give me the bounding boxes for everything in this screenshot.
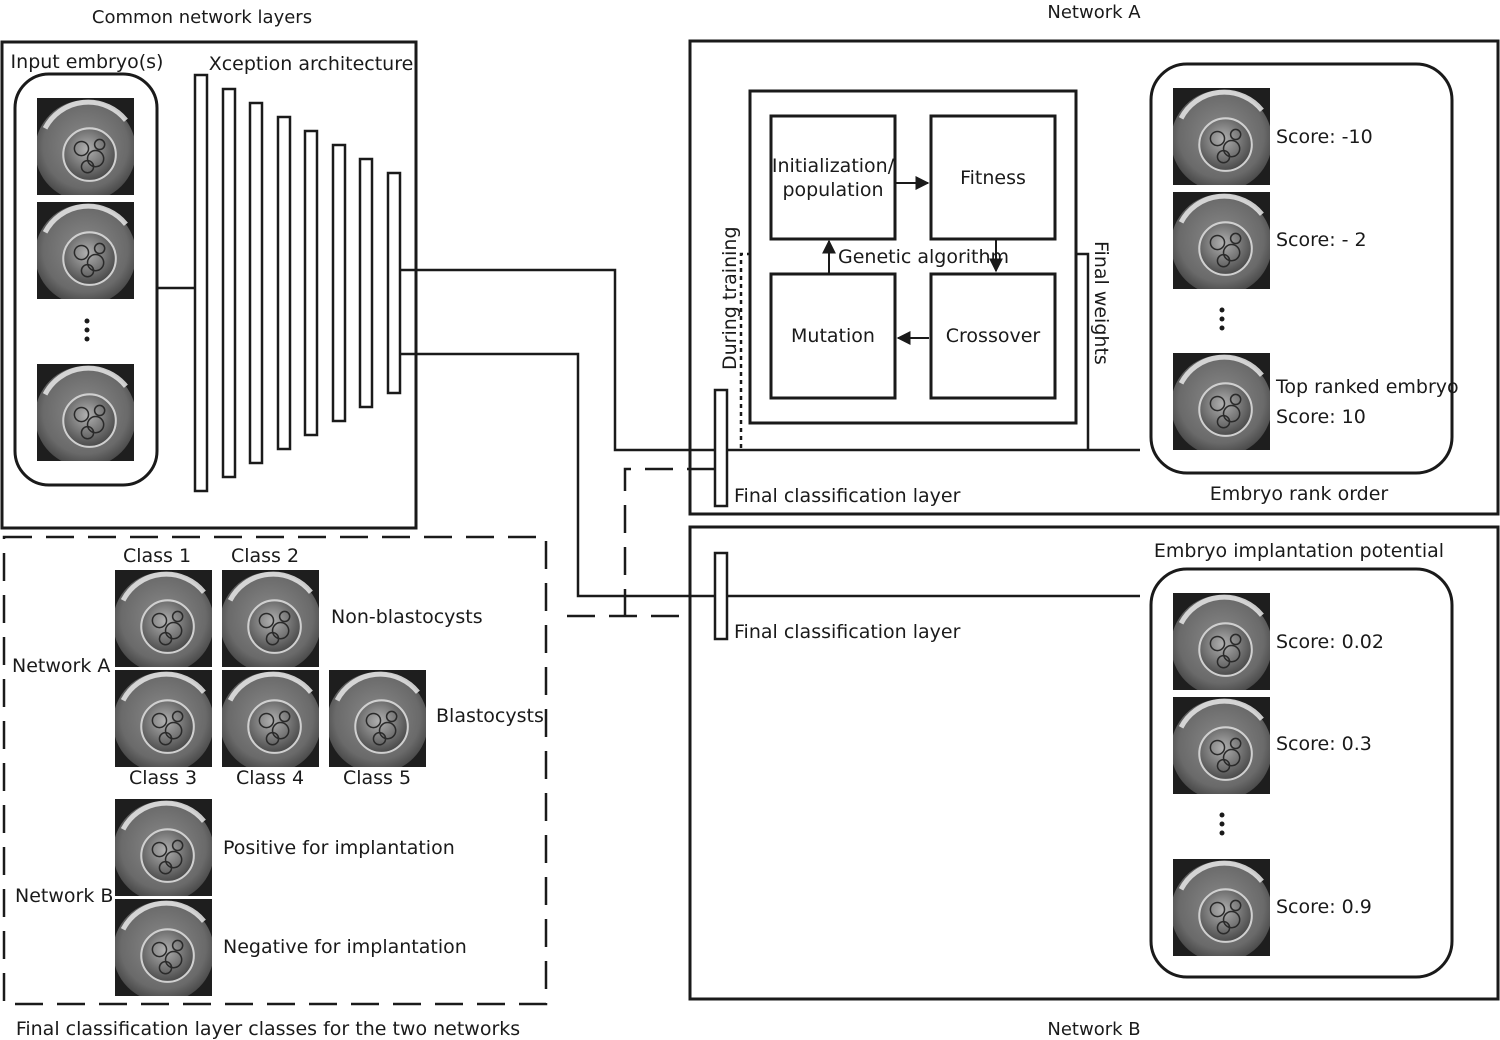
input-embryos-label: Input embryo(s) — [11, 51, 164, 73]
xception-label: Xception architecture — [209, 53, 414, 75]
class3-label: Class 3 — [129, 767, 197, 789]
network-b-box — [688, 525, 1500, 1001]
class1-image — [113, 570, 214, 673]
network-a-final-layer — [713, 388, 729, 508]
fitness-box — [929, 114, 1057, 241]
class3-image — [113, 670, 214, 773]
crossover-box — [929, 272, 1057, 400]
legend-link-upper — [623, 467, 715, 616]
class5-image — [327, 670, 428, 773]
crossover-label: Crossover — [946, 325, 1041, 347]
final-weights-label: Final weights — [1090, 241, 1112, 365]
final-weights-line — [1076, 252, 1090, 450]
mutation-box — [769, 272, 897, 400]
initialization-label-1: Initialization/ — [772, 155, 895, 177]
input-embryos-box — [13, 72, 159, 487]
during-training-label: During training — [719, 226, 741, 370]
rank-score-3: Score: 10 — [1276, 406, 1366, 428]
legend-box — [2, 535, 548, 1006]
potential-embryo-image-3 — [1171, 859, 1272, 962]
initialization-label-2: population — [782, 179, 883, 201]
class5-label: Class 5 — [343, 767, 411, 789]
class1-label: Class 1 — [123, 545, 191, 567]
potential-score-1: Score: 0.02 — [1276, 631, 1384, 653]
network-a-title: Network A — [1047, 2, 1141, 23]
potential-embryo-image-1 — [1171, 593, 1272, 696]
network-b-title: Network B — [1047, 1019, 1140, 1040]
potential-ellipsis — [1219, 812, 1225, 836]
class2-image — [220, 570, 321, 673]
legend-network-a-label: Network A — [12, 655, 110, 677]
initialization-box — [769, 114, 897, 241]
input-embryo-image-1 — [35, 98, 136, 201]
non-blastocysts-label: Non-blastocysts — [331, 606, 483, 628]
connector-to-network-a — [400, 268, 1140, 452]
common-layers-box — [0, 40, 418, 530]
negative-label: Negative for implantation — [223, 936, 467, 958]
class4-label: Class 4 — [236, 767, 304, 789]
class4-image — [220, 670, 321, 773]
common-title: Common network layers — [92, 7, 312, 28]
network-a-box — [688, 39, 1500, 516]
legend-caption: Final classification layer classes for t… — [16, 1018, 520, 1040]
positive-label: Positive for implantation — [223, 837, 455, 859]
rank-score-1: Score: -10 — [1276, 126, 1373, 148]
network-b-fcl-label: Final classification layer — [734, 621, 961, 643]
potential-score-2: Score: 0.3 — [1276, 733, 1372, 755]
rank-order-title: Embryo rank order — [1210, 483, 1389, 505]
xception-layers — [193, 73, 402, 493]
genetic-algorithm-box — [748, 89, 1078, 425]
negative-image — [113, 899, 214, 1002]
potential-score-3: Score: 0.9 — [1276, 896, 1372, 918]
network-b-final-layer — [713, 551, 729, 641]
rank-embryo-image-3 — [1171, 353, 1272, 456]
legend-network-b-label: Network B — [15, 885, 113, 907]
input-ellipsis — [84, 318, 90, 342]
rank-order-box — [1149, 62, 1454, 475]
connector-to-network-b — [400, 352, 1140, 598]
potential-embryo-image-2 — [1171, 697, 1272, 800]
implantation-potential-title: Embryo implantation potential — [1154, 540, 1444, 562]
network-a-fcl-label: Final classification layer — [734, 485, 961, 507]
implantation-potential-box — [1149, 567, 1454, 979]
class2-label: Class 2 — [231, 545, 299, 567]
rank-ellipsis — [1219, 307, 1225, 331]
input-embryo-image-2 — [35, 202, 136, 305]
rank-embryo-image-2 — [1171, 192, 1272, 295]
genetic-algorithm-label: Genetic algorithm — [838, 246, 1009, 268]
rank-embryo-image-1 — [1171, 88, 1272, 191]
positive-image — [113, 799, 214, 902]
mutation-label: Mutation — [791, 325, 875, 347]
rank-score-2: Score: - 2 — [1276, 229, 1367, 251]
fitness-label: Fitness — [960, 167, 1026, 189]
blastocysts-label: Blastocysts — [436, 705, 544, 727]
during-training-line — [739, 252, 750, 448]
input-embryo-image-3 — [35, 364, 136, 467]
top-ranked-label: Top ranked embryo — [1275, 376, 1459, 398]
